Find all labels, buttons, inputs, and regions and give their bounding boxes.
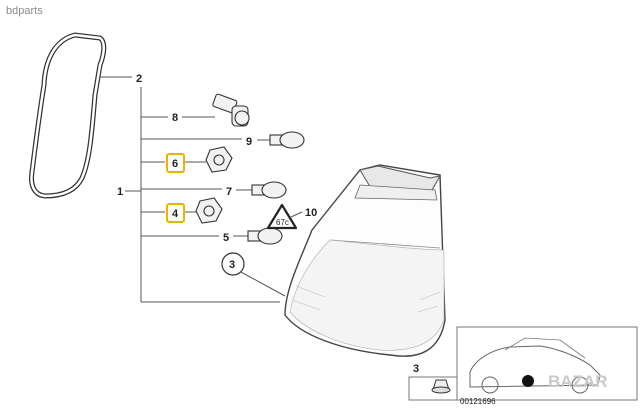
diagram-code: 00121696 xyxy=(460,397,496,406)
highlight-box-4 xyxy=(166,203,185,223)
label-5: 5 xyxy=(223,232,229,244)
leader-3-circled xyxy=(240,271,286,297)
label-8: 8 xyxy=(172,112,178,124)
tail-light-housing xyxy=(284,164,446,357)
leader-10 xyxy=(290,211,303,218)
label-6: 6 xyxy=(172,158,178,170)
bulb-part-7 xyxy=(251,181,287,199)
label-2: 2 xyxy=(136,73,142,85)
gasket-part xyxy=(29,32,107,199)
bulb-part-9 xyxy=(269,131,305,149)
label-7: 7 xyxy=(226,186,232,198)
label-1: 1 xyxy=(117,186,123,198)
bulb-socket-part-4 xyxy=(195,197,223,224)
bulb-socket-part-6 xyxy=(205,146,233,173)
circle-label-3 xyxy=(221,252,245,276)
vehicle-location-box xyxy=(456,326,638,401)
highlight-box-6 xyxy=(166,153,185,173)
brand-mark: BAZAR xyxy=(548,372,608,391)
warning-symbol-text: 67c xyxy=(276,218,289,227)
label-9: 9 xyxy=(246,136,252,148)
label-4: 4 xyxy=(172,208,179,220)
label-3-circled: 3 xyxy=(229,259,235,271)
watermark-text: bdparts xyxy=(6,5,43,17)
grommet-part-box xyxy=(408,376,458,401)
label-3-small: 3 xyxy=(413,363,419,375)
location-marker-icon xyxy=(522,375,534,387)
bulb-part-5 xyxy=(247,227,283,245)
bulb-holder-part-8 xyxy=(212,93,250,127)
warning-triangle-icon: 67c xyxy=(266,203,298,230)
label-10: 10 xyxy=(305,207,317,219)
